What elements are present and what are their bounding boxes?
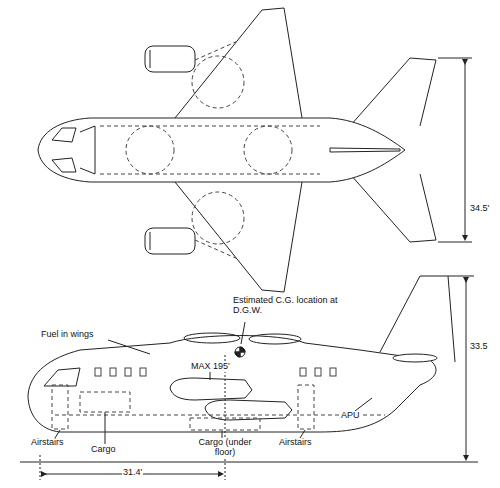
- window: [125, 368, 131, 376]
- dimension-label: 33.5: [469, 342, 489, 352]
- leader-line: [108, 340, 150, 354]
- dimension-label: 34.5': [469, 204, 490, 214]
- cockpit-window: [44, 368, 80, 386]
- cargo-bay: [80, 392, 130, 412]
- dimension-label: 31.4': [122, 468, 143, 478]
- dimension-label: Airstairs: [30, 438, 65, 448]
- cockpit-frame: [80, 126, 95, 174]
- dimension-label: Fuel in wings: [40, 330, 95, 340]
- dimension-label: Airstairs: [278, 438, 313, 448]
- lift-fan: [184, 333, 240, 343]
- cg-symbol: [235, 347, 245, 357]
- dimension-label: Cargo (under floor): [192, 438, 258, 458]
- fin-section: [330, 148, 400, 152]
- cg-symbol: [235, 347, 245, 357]
- lift-fan: [192, 56, 244, 108]
- extension-line: [40, 355, 225, 480]
- dimension-label: Estimated C.G. location at D.G.W.: [232, 296, 356, 316]
- leader-line: [355, 398, 372, 411]
- window: [95, 368, 101, 376]
- engine-nacelle: [145, 46, 195, 72]
- window: [330, 368, 336, 376]
- fuselage: [38, 118, 405, 182]
- dimension-label: APU: [340, 411, 361, 421]
- airstair-door: [298, 385, 314, 429]
- fuselage: [28, 336, 436, 433]
- engine-nacelle: [145, 228, 195, 254]
- cg-symbol: [235, 347, 245, 357]
- leader-line: [105, 412, 106, 444]
- lift-fan: [244, 126, 292, 174]
- cockpit-window: [52, 128, 76, 172]
- ground-line: [20, 462, 478, 463]
- extension-line: [448, 276, 474, 277]
- dimension-line: [466, 280, 467, 458]
- window: [140, 368, 146, 376]
- vertical-tail: [380, 276, 455, 362]
- horizontal-tail: [350, 58, 436, 126]
- leader-line: [55, 430, 60, 438]
- dimension-label: Cargo: [90, 445, 117, 455]
- engine-nacelle: [170, 378, 252, 400]
- lift-fan: [126, 126, 174, 174]
- top-view: [38, 8, 472, 292]
- duct-line: [100, 40, 320, 260]
- horizontal-tail: [350, 174, 436, 242]
- window: [315, 368, 321, 376]
- dimension-label: MAX 195': [190, 362, 231, 372]
- leader-line: [241, 322, 245, 344]
- engine-pod: [205, 400, 292, 420]
- horizontal-tail: [393, 354, 437, 362]
- intake: [150, 50, 151, 250]
- extension-line: [438, 58, 472, 242]
- dimension-line: [465, 62, 466, 238]
- lift-fan: [249, 334, 301, 344]
- leader-line: [300, 430, 305, 438]
- side-view: [20, 276, 478, 480]
- window: [300, 368, 306, 376]
- leader-line: [210, 372, 211, 380]
- leader-line: [222, 431, 223, 438]
- airstair-door: [52, 385, 68, 429]
- lift-fan: [192, 192, 244, 244]
- window: [110, 368, 116, 376]
